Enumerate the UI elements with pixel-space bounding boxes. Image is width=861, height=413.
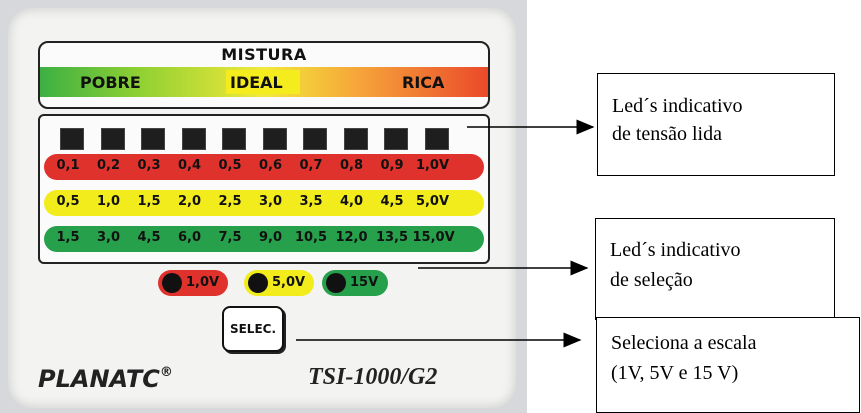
scale-green-value: 7,5 — [218, 230, 242, 245]
mixture-label-poor: POBRE — [80, 73, 141, 92]
scale-red-value: 0,2 — [96, 158, 121, 173]
mixture-gradient-bar: POBRE IDEAL RICA — [40, 67, 488, 97]
mixture-indicator: MISTURA POBRE IDEAL RICA — [38, 41, 490, 109]
callout-scale-select: Seleciona a escala (1V, 5V e 15 V) — [596, 317, 860, 413]
voltage-led — [384, 128, 408, 150]
scale-green-value: 13,5 — [375, 230, 409, 245]
scale-red-value: 0,9 — [380, 158, 404, 173]
device-photo: MISTURA POBRE IDEAL RICA 0,1 0,2 0,3 0,4 0,5… — [0, 0, 527, 413]
scale-yellow-value: 2,5 — [218, 194, 242, 209]
scale-selector-led: 5,0V — [244, 270, 314, 296]
scale-green-value: 3,0 — [96, 230, 121, 245]
select-scale-button[interactable]: SELEC. — [222, 306, 284, 352]
voltage-led — [181, 128, 206, 150]
scale-yellow-value: 4,0 — [339, 194, 364, 209]
callout-voltage-line-2: de tensão lida — [612, 123, 722, 145]
scale-1v-band: 0,1 0,2 0,3 0,4 0,5 0,6 0,7 0,8 0,9 1,0V — [44, 154, 484, 180]
voltage-led — [141, 128, 165, 150]
callout-selection-line-2: de seleção — [610, 269, 693, 291]
mixture-title: MISTURA — [221, 45, 307, 64]
scale-yellow-value: 2,0 — [177, 194, 202, 209]
scale-green-value: 9,0 — [258, 230, 283, 245]
scale-red-value: 0,1 — [56, 158, 80, 173]
scale-red-value: 0,8 — [339, 158, 364, 173]
scale-yellow-value: 3,0 — [258, 194, 283, 209]
ideal-highlight — [226, 70, 300, 94]
scale-5v-band: 0,5 1,0 1,5 2,0 2,5 3,0 3,5 4,0 4,5 5,0V — [44, 190, 484, 216]
voltage-led — [262, 128, 287, 150]
selector-led-dot — [162, 273, 182, 293]
scale-green-value: 6,0 — [177, 230, 202, 245]
brand-name: PLANATC — [38, 365, 160, 393]
voltage-led — [424, 128, 449, 150]
mixture-label-rich: RICA — [402, 73, 445, 92]
scale-yellow-value: 3,5 — [299, 194, 323, 209]
callout-voltage-leds: Led´s indicativo de tensão lida — [597, 73, 835, 176]
brand-logo: PLANATC® — [38, 365, 173, 393]
scale-red-value: 0,3 — [137, 158, 161, 173]
scale-green-value: 15,0V — [412, 230, 455, 245]
scale-green-value: 10,5 — [294, 230, 328, 245]
scale-red-value: 0,4 — [177, 158, 202, 173]
selector-led-label: 1,0V — [186, 275, 220, 290]
voltage-led — [100, 128, 125, 150]
selector-led-label: 15V — [350, 275, 379, 290]
scale-green-value: 1,5 — [56, 230, 80, 245]
selector-led-label: 5,0V — [272, 275, 306, 290]
scale-red-value: 0,6 — [258, 158, 283, 173]
scale-yellow-value: 4,5 — [380, 194, 404, 209]
device-panel: MISTURA POBRE IDEAL RICA 0,1 0,2 0,3 0,4 0,5… — [8, 8, 516, 408]
scale-yellow-value: 5,0V — [415, 194, 450, 209]
mixture-label-ideal: IDEAL — [230, 73, 283, 92]
scale-green-value: 12,0 — [335, 230, 368, 245]
voltage-led — [222, 128, 246, 150]
callout-voltage-line-1: Led´s indicativo — [612, 95, 743, 117]
scale-red-value: 0,7 — [299, 158, 323, 173]
scale-yellow-value: 1,5 — [137, 194, 161, 209]
scale-red-value: 1,0V — [415, 158, 450, 173]
voltage-led — [343, 128, 368, 150]
scale-yellow-value: 1,0 — [96, 194, 121, 209]
voltage-led — [60, 128, 84, 150]
scale-selector-led: 1,0V — [158, 270, 228, 296]
registered-mark: ® — [159, 365, 173, 380]
callout-scale-line-1: Seleciona a escala — [611, 332, 757, 354]
voltage-led-panel: 0,1 0,2 0,3 0,4 0,5 0,6 0,7 0,8 0,9 1,0V 0,5 1,0 1,… — [38, 114, 490, 264]
scale-yellow-value: 0,5 — [56, 194, 80, 209]
scale-red-value: 0,5 — [218, 158, 242, 173]
voltage-led — [303, 128, 327, 150]
callout-selection-line-1: Led´s indicativo — [610, 239, 741, 261]
model-name: TSI-1000/G2 — [308, 364, 438, 390]
callout-selection-leds: Led´s indicativo de seleção — [595, 218, 835, 320]
callout-scale-line-2: (1V, 5V e 15 V) — [611, 362, 739, 384]
scale-selector-led: 15V — [322, 270, 388, 296]
scale-green-value: 4,5 — [137, 230, 161, 245]
selector-led-dot — [326, 273, 346, 293]
selector-led-dot — [248, 273, 268, 293]
